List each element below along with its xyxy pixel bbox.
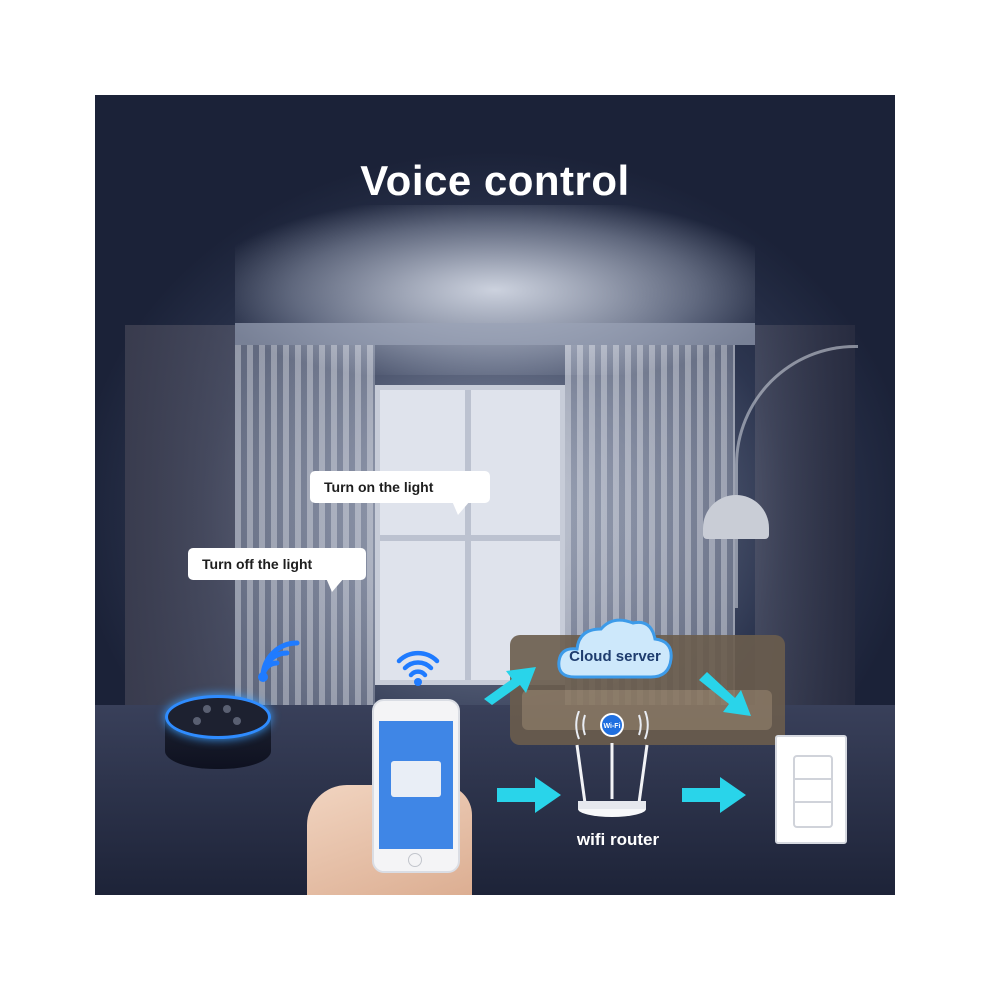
page-title: Voice control	[360, 157, 630, 204]
arrow-icon	[682, 777, 746, 813]
speech-bubble-tail	[452, 501, 470, 515]
speaker-button	[223, 705, 231, 713]
arrow-icon	[484, 667, 536, 705]
smartphone	[372, 699, 460, 873]
router-icon: Wi-Fi	[575, 711, 649, 817]
smart-speaker-top	[165, 695, 271, 739]
left-drape	[125, 325, 235, 745]
speech-bubble-turn-off: Turn off the light	[188, 548, 366, 592]
phone-screen	[379, 721, 453, 849]
speech-bubble-tail	[326, 578, 344, 592]
speech-bubble-turn-off-text: Turn off the light	[202, 556, 313, 572]
cloud-icon	[557, 618, 673, 679]
left-sheer-curtain	[235, 345, 375, 705]
wifi-signal-icon	[258, 640, 300, 682]
arrow-icon	[699, 672, 751, 716]
scene-panel: Voice control Turn on the light Turn off…	[95, 95, 895, 895]
phone-app-switch	[391, 761, 441, 797]
ceiling-beam	[235, 323, 755, 345]
wifi-signal-icon	[396, 650, 440, 686]
smart-speaker	[165, 695, 271, 775]
wifi-router-label: wifi router	[576, 830, 660, 849]
speaker-button	[193, 717, 201, 725]
phone-home-button	[408, 853, 422, 867]
speech-bubble-turn-on-text: Turn on the light	[324, 479, 434, 495]
floor-lamp-arc	[735, 345, 858, 608]
speaker-button	[203, 705, 211, 713]
speech-bubble-turn-on: Turn on the light	[310, 471, 490, 515]
wall-switch	[775, 735, 847, 844]
cloud-server-label: Cloud server	[569, 648, 661, 665]
wall-switch-rocker	[793, 755, 833, 828]
router-wifi-badge: Wi-Fi	[603, 723, 620, 730]
arrow-icon	[497, 777, 561, 813]
speaker-button	[233, 717, 241, 725]
